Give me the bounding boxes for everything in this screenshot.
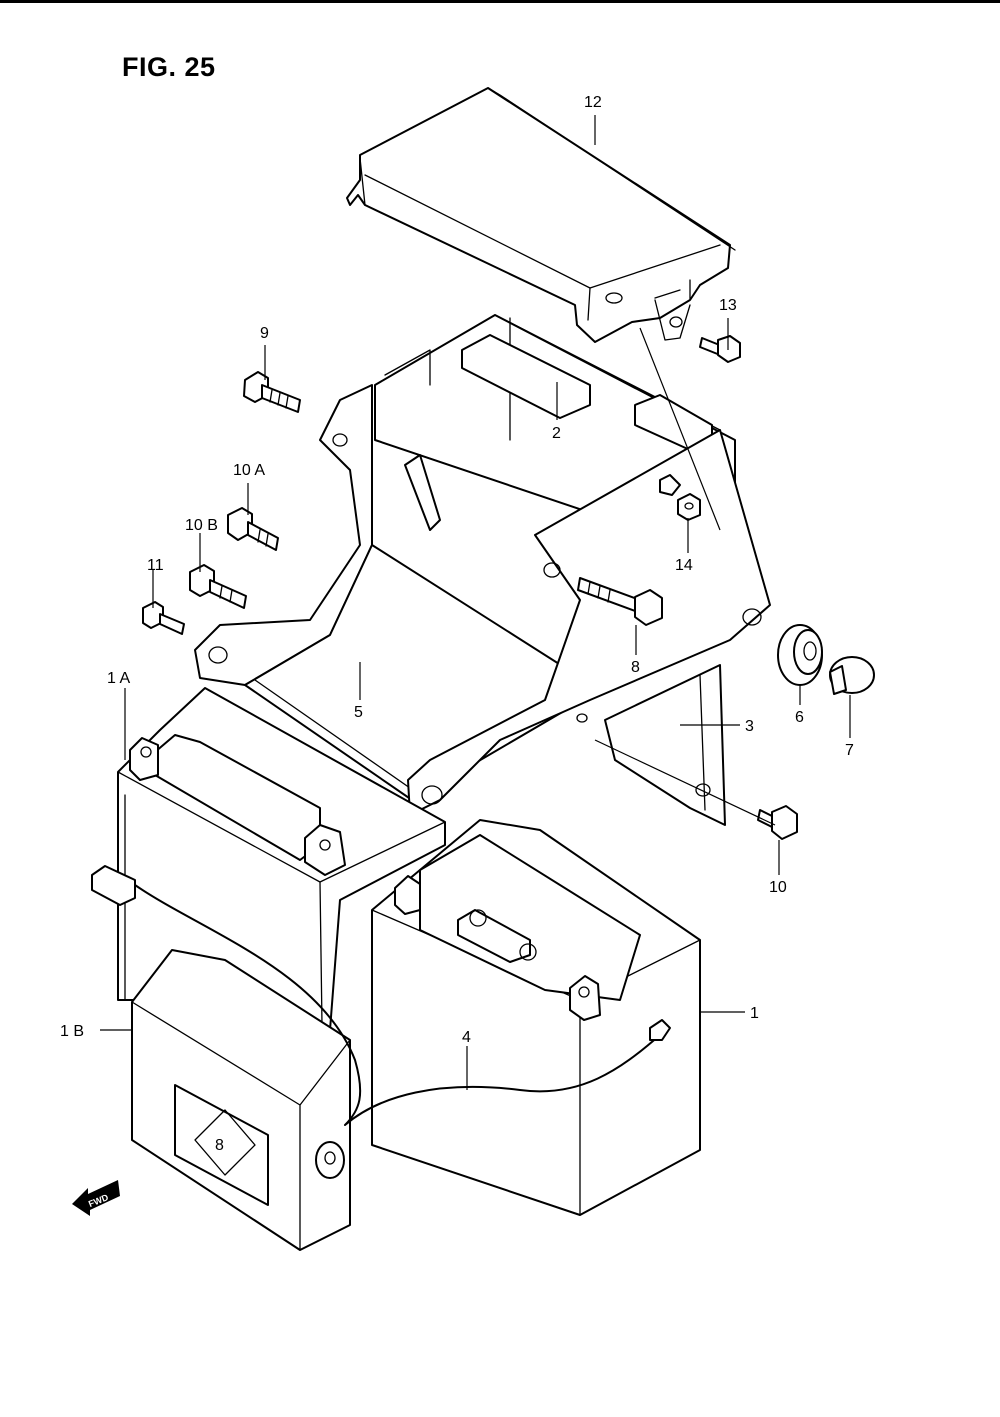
callout-13: 13 [719,297,737,314]
bolt-11 [142,601,185,635]
callout-6: 6 [795,709,804,726]
callout-2: 2 [552,425,561,442]
battery-1 [371,819,701,1216]
callout-3: 3 [745,718,754,735]
callout-12: 12 [584,94,602,111]
leader-lines [100,115,851,1090]
bolt-10 [757,805,798,840]
callout-10a: 10 A [233,462,265,479]
callout-labels: 12 13 9 2 10 A 10 B 14 11 8 6 1 A 5 3 7 … [60,94,854,1046]
callout-1: 1 [750,1005,759,1022]
collar-7 [829,656,875,695]
callout-5: 5 [354,704,363,721]
fwd-arrow-icon: FWD [72,1180,120,1216]
side-plate [604,664,726,826]
callout-1b: 1 B [60,1023,84,1040]
callout-10: 10 [769,879,787,896]
callout-8: 8 [631,659,640,676]
battery-holder [194,314,771,816]
battery-cable [91,865,671,1179]
bolt-10a [227,507,279,551]
bolt-13 [699,335,741,363]
battery-cover [346,87,736,343]
bolt-10b [189,564,247,609]
callout-9: 9 [260,325,269,342]
callout-10b: 10 B [185,517,218,534]
nut-14 [677,493,701,521]
callout-11: 11 [147,557,164,574]
battery-1b: 8 [131,949,351,1251]
cushion-6 [777,624,823,686]
svg-text:8: 8 [215,1137,224,1154]
battery-1a [117,687,446,1031]
figure-title: FIG. 25 [122,52,216,82]
bolt-8 [577,577,663,626]
callout-14: 14 [675,557,693,574]
callout-1a: 1 A [107,670,130,687]
bolt-9 [243,371,301,413]
page-top-border [0,0,1000,3]
callout-4: 4 [462,1029,471,1046]
callout-7: 7 [845,742,854,759]
